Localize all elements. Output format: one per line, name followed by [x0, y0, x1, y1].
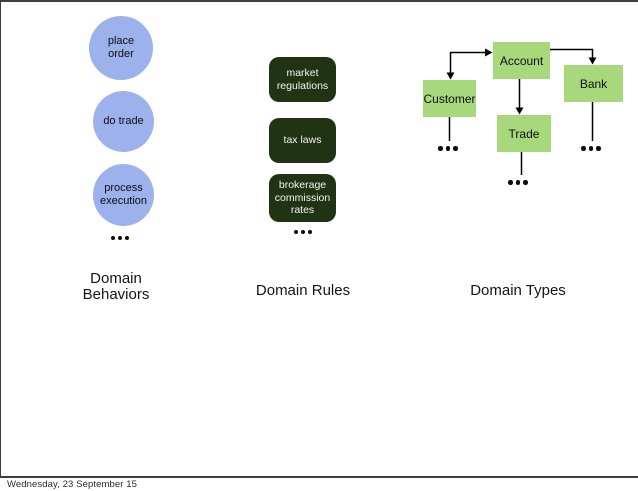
- type-node-trade: Trade: [497, 115, 551, 152]
- rule-box-line: tax laws: [283, 134, 322, 147]
- behavior-circle-place-order: place order: [89, 16, 153, 80]
- type-node-account: Account: [493, 42, 550, 79]
- slide: place order do trade process execution D…: [0, 0, 638, 478]
- type-node-bank: Bank: [564, 65, 623, 102]
- rule-box-line: commission: [274, 191, 331, 204]
- column-label-types: Domain Types: [470, 282, 566, 299]
- ellipsis-icon: [294, 230, 312, 234]
- arrowhead-down-icon: [588, 57, 597, 65]
- arrowhead-down-icon: [446, 72, 455, 80]
- rule-box-line: rates: [290, 204, 315, 217]
- circle-label-line: do trade: [103, 115, 144, 127]
- circle-label-line: process: [104, 182, 143, 194]
- arrowhead-right-icon: [485, 48, 493, 57]
- rule-box-line: regulations: [276, 79, 329, 92]
- circle-label-line: execution: [99, 195, 148, 207]
- column-label-behaviors: Domain Behaviors: [51, 271, 181, 303]
- slide-date: Wednesday, 23 September 15: [7, 479, 138, 490]
- rule-box-line: market: [286, 67, 319, 79]
- ellipsis-icon: [438, 146, 458, 151]
- column-label-line: Domain: [90, 270, 142, 287]
- rule-box-line: brokerage: [278, 179, 327, 192]
- ellipsis-icon: [581, 146, 601, 151]
- ellipsis-icon: [508, 180, 528, 185]
- rule-box-tax-laws: tax laws: [269, 118, 336, 163]
- column-label-line: Behaviors: [82, 286, 150, 303]
- arrowhead-down-icon: [515, 107, 524, 115]
- behavior-circle-process-execution: process execution: [93, 164, 154, 226]
- circle-label-line: order: [108, 48, 134, 60]
- type-node-customer: Customer: [423, 80, 476, 117]
- column-label-rules: Domain Rules: [255, 282, 351, 299]
- rule-box-market-regulations: market regulations: [269, 57, 336, 102]
- ellipsis-icon: [111, 236, 129, 240]
- behavior-circle-do-trade: do trade: [93, 91, 154, 152]
- circle-label-line: place: [107, 35, 135, 47]
- rule-box-brokerage-commission-rates: brokerage commission rates: [269, 174, 336, 222]
